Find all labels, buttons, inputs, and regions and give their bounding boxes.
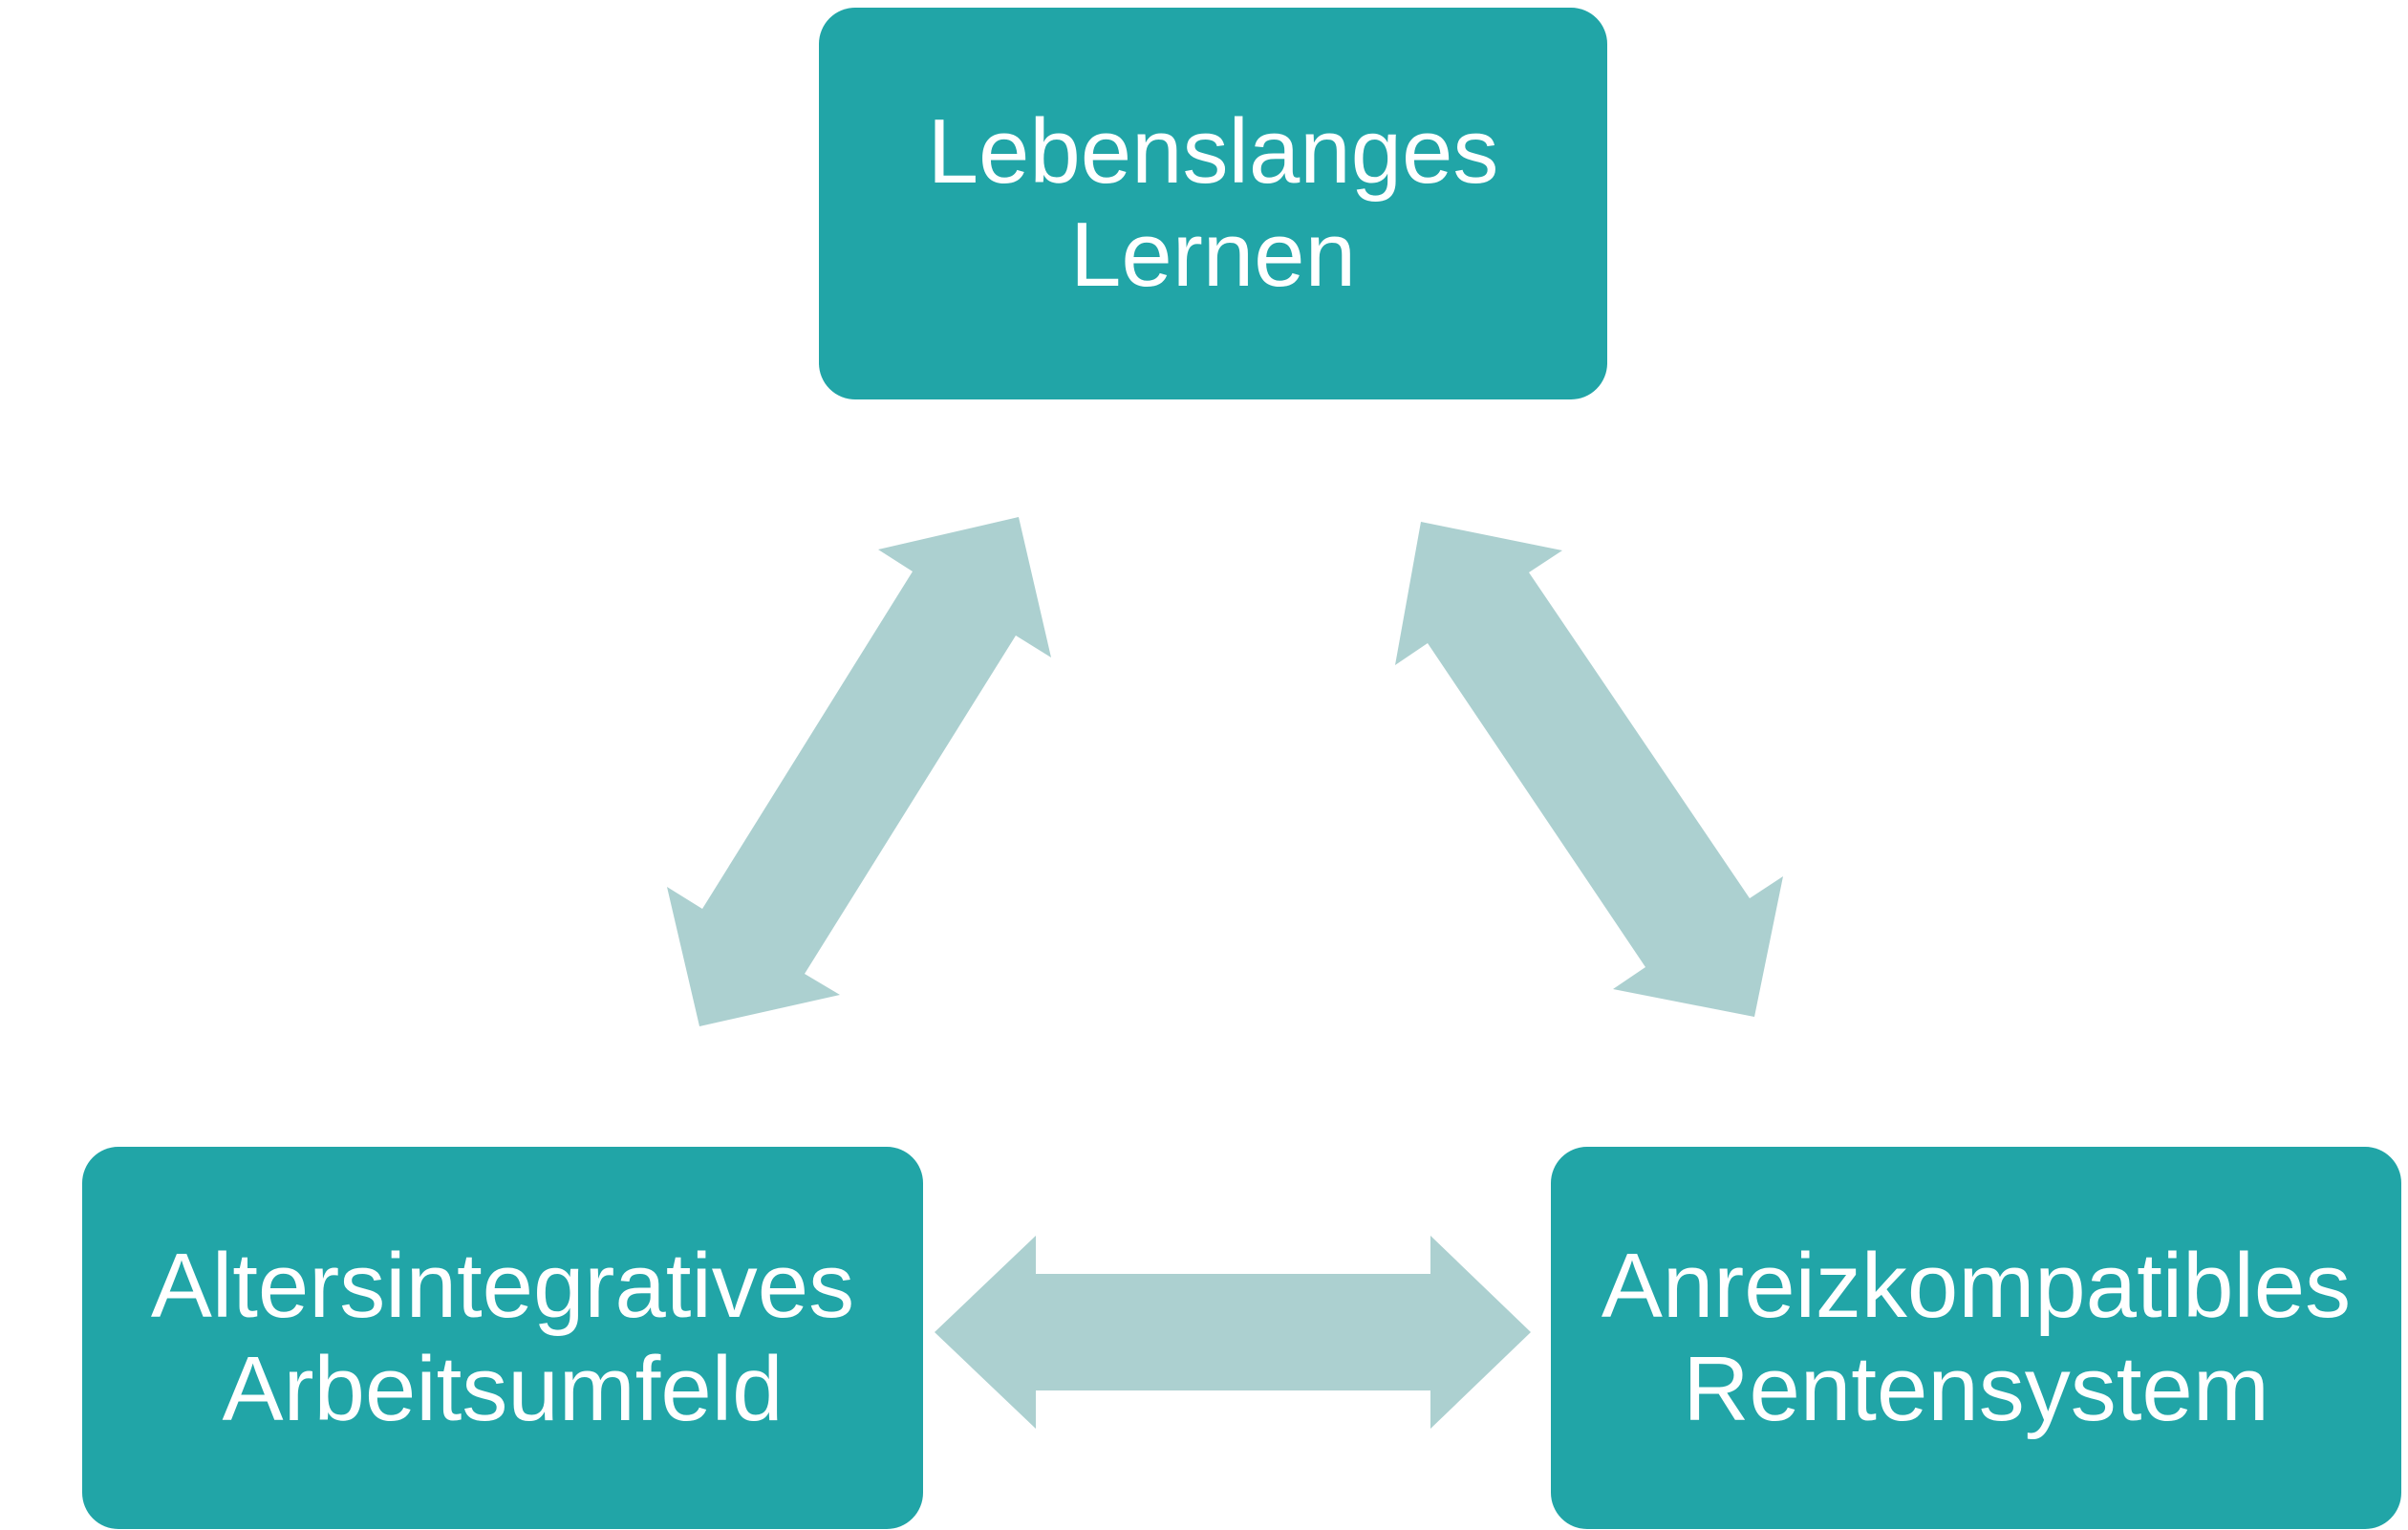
node-label: Lebenslanges Lernen [928, 100, 1499, 307]
node-label-line-1: Altersintegratives [150, 1235, 855, 1337]
double-arrow-left-right [935, 1236, 1531, 1429]
node-lebenslanges-lernen: Lebenslanges Lernen [819, 8, 1607, 399]
double-arrow-top-left [667, 517, 1051, 1026]
node-label: Anreizkompatibles Rentensystem [1602, 1235, 2351, 1441]
node-label-line-2: Arbeitsumfeld [222, 1338, 784, 1440]
node-label: Altersintegratives Arbeitsumfeld [151, 1235, 854, 1441]
double-arrow-top-right [1395, 522, 1783, 1017]
node-label-line-1: Anreizkompatibles [1601, 1235, 2352, 1337]
node-label-line-2: Lernen [1070, 204, 1356, 306]
node-label-line-2: Rentensystem [1683, 1338, 2269, 1440]
node-anreizkompatibles-rentensystem: Anreizkompatibles Rentensystem [1551, 1147, 2401, 1529]
node-altersintegratives-arbeitsumfeld: Altersintegratives Arbeitsumfeld [82, 1147, 923, 1529]
node-label-line-1: Lebenslanges [927, 100, 1499, 203]
